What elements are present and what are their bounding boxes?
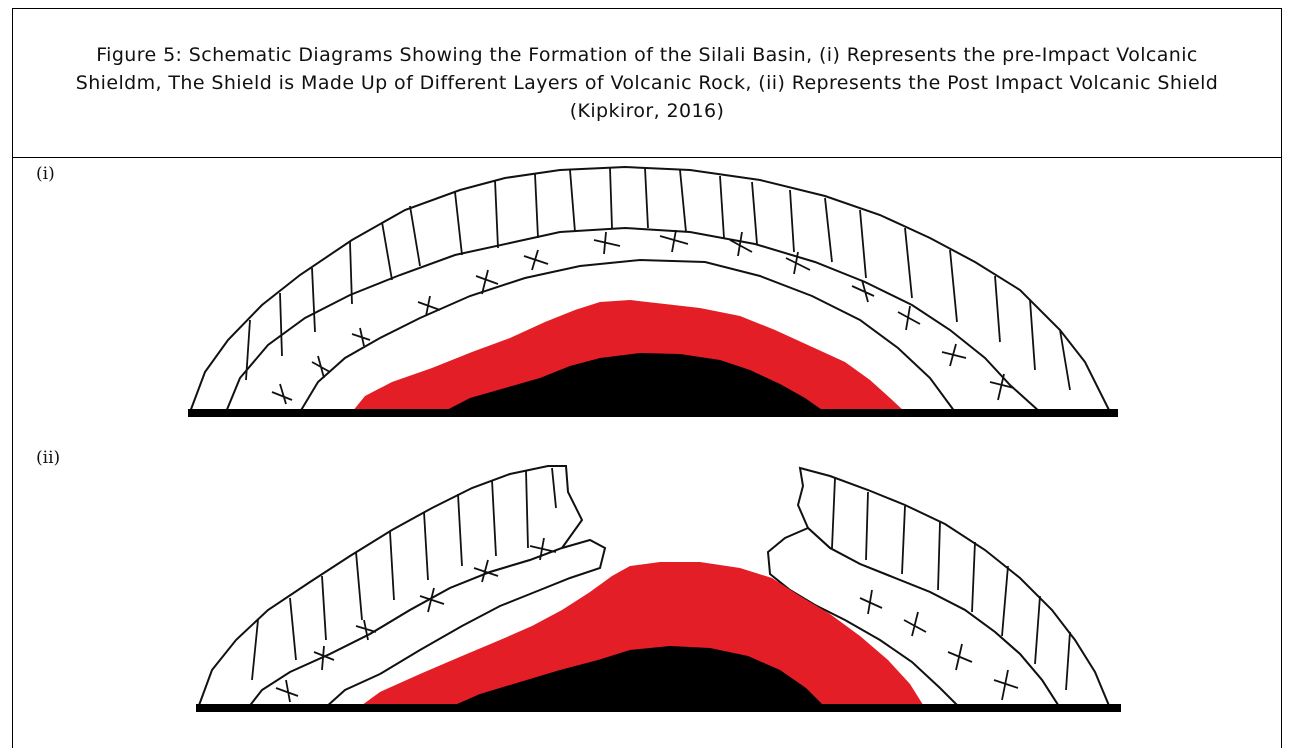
diagram-post-impact [196, 466, 1121, 712]
ground-base-line [188, 409, 1118, 417]
ground-base-line [196, 704, 1121, 712]
diagram-pre-impact [188, 167, 1118, 417]
